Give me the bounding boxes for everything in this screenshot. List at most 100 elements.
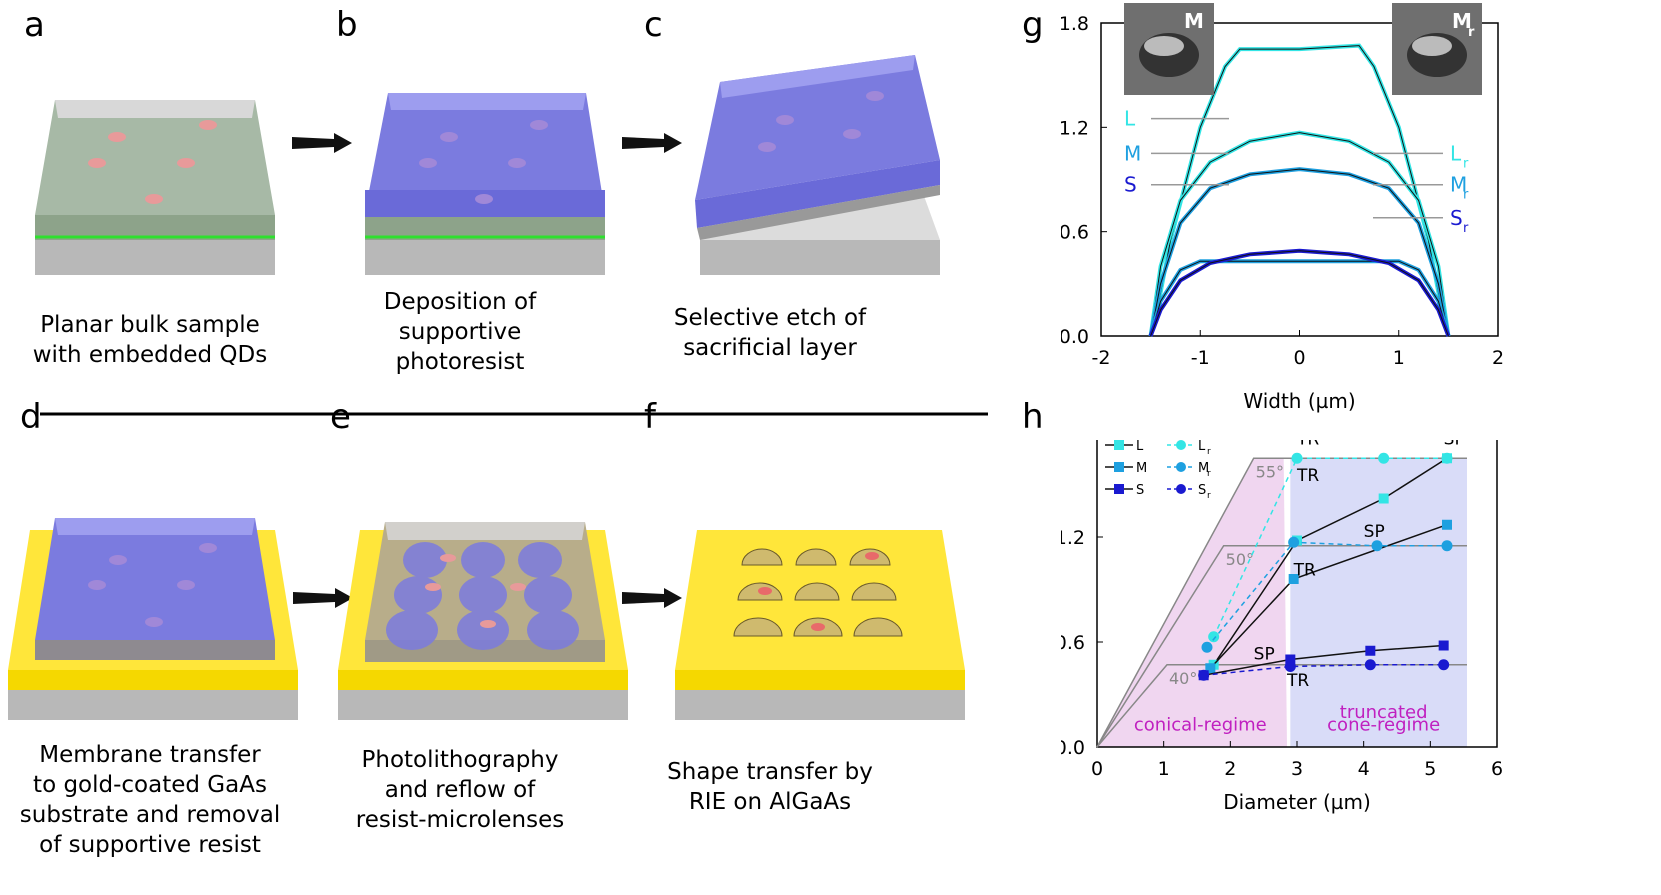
legend-marker [1176,462,1186,472]
quantum-dot [145,617,163,627]
quantum-dot [510,583,526,591]
point-annotation: SP [1444,440,1465,449]
membrane-front [697,185,940,240]
data-point-Mr [1371,540,1383,552]
membrane-edge [385,522,585,540]
quantum-dot [199,120,217,130]
series-outline-Lr [1150,132,1449,337]
data-point-Lr [1291,452,1303,464]
angle-label: 50° [1226,550,1254,569]
quantum-dot [145,194,163,204]
legend-marker [1114,462,1124,472]
quantum-dot [419,158,437,168]
legend-marker [1114,440,1124,450]
series-label-S: S [1124,173,1137,197]
quantum-dot [440,554,456,562]
quantum-dot [776,115,794,125]
x-tick-label: -1 [1191,347,1210,369]
caption-e-line: and reflow of [384,777,536,803]
caption-d: Membrane transfer to gold-coated GaAs su… [0,740,300,860]
sample-front [35,215,275,240]
caption-b-line: supportive [398,319,522,345]
point-annotation: TR [1293,561,1316,581]
series-label-M: M [1124,141,1141,165]
series-line-L [1213,457,1448,666]
x-tick-label: 2 [1492,347,1504,369]
substrate-front [700,240,940,275]
membrane-front [35,640,275,660]
caption-f-line: RIE on AlGaAs [688,789,852,815]
resist-edge [388,93,586,110]
caption-f-line: Shape transfer by [667,759,873,785]
sample-front [365,217,605,240]
data-point-M [1442,519,1452,530]
data-point-M [1205,663,1216,674]
substrate-front [675,690,965,720]
legend-label: L [1136,440,1144,454]
caption-b-line: photoresist [395,349,525,375]
data-point-Sr [1438,659,1450,671]
panel-label-a: a [24,5,45,45]
series-line-Lr [1148,130,1451,337]
inset-label-subscript: r [1468,25,1475,40]
panel-label-d: d [20,397,42,437]
schematic-f [675,530,965,720]
series-line-Sr [1203,664,1444,677]
data-point-S [1285,654,1296,665]
panel-label-e: e [330,397,351,437]
caption-d-line: to gold-coated GaAs [33,772,267,798]
x-tick-label: 1 [1158,758,1170,780]
truncated-regime-region [1290,458,1467,747]
arrow-icon [622,588,682,608]
series-label-subscript: r [1463,188,1469,203]
caption-d-line: Membrane transfer [39,742,261,768]
series-outline-M [1150,168,1449,337]
caption-f: Shape transfer by RIE on AlGaAs [620,757,920,817]
quantum-dot [199,543,217,553]
panel-label-c: c [644,5,663,45]
quantum-dot [530,120,548,130]
quantum-dot [177,158,195,168]
caption-a: Planar bulk sample with embedded QDs [0,310,300,370]
substrate-front [35,240,275,275]
resist-edge [720,55,915,98]
y-tick-label: 1.8 [1061,440,1085,444]
panel-label-b: b [336,5,358,45]
quantum-dot [758,587,772,595]
series-line-Lr [1213,457,1447,638]
quantum-dot [866,91,884,101]
point-annotation: TR [1296,440,1319,449]
x-tick-label: -2 [1092,347,1111,369]
quantum-dot [440,132,458,142]
legend-marker [1176,440,1186,450]
quantum-dot [480,620,496,628]
series-outline-Mr [1150,260,1449,337]
substrate-front [8,690,298,720]
point-annotation: SP [1254,645,1275,665]
x-tick-label: 2 [1224,758,1236,780]
quantum-dot [108,132,126,142]
x-tick-label: 0 [1293,347,1305,369]
x-tick-label: 0 [1091,758,1103,780]
x-tick-label: 1 [1393,347,1405,369]
caption-d-line: substrate and removal [19,802,281,828]
legend-marker [1176,484,1186,494]
angle-label: 55° [1256,462,1284,481]
legend-label: S [1136,483,1144,498]
data-point-Lr [1378,452,1390,464]
cone-limit-line [1096,457,1467,748]
gold-front [675,670,965,690]
data-point-S [1365,645,1376,656]
y-tick-label: 1.2 [1061,117,1089,139]
legend-label: S [1198,483,1206,498]
panel-label-h: h [1022,397,1044,437]
quantum-dot [758,142,776,152]
arrow-icon [622,133,682,153]
schematic-c [695,55,940,275]
arrow-icon [293,588,353,608]
microlens-array [386,542,579,650]
data-point-Mr [1288,536,1300,548]
quantum-dot [109,555,127,565]
schematic-a [35,100,275,275]
